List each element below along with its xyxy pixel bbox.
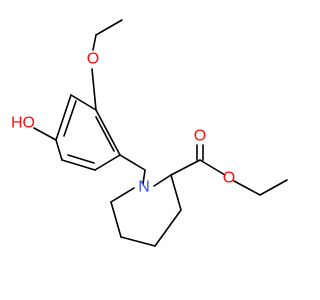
bond-c2-c3 xyxy=(170,174,182,211)
bond-c5-c6 xyxy=(110,201,122,238)
ester-oxygen-label: O xyxy=(223,170,235,187)
bond-ester-o-ethyl xyxy=(233,180,261,196)
bond-aromatic-inner-1 xyxy=(63,100,77,137)
bond-ring-c4-c3 xyxy=(95,109,121,156)
bond-hydroxyl xyxy=(33,127,57,141)
bond-lines xyxy=(33,19,288,247)
bond-ester-single-o xyxy=(199,159,226,176)
carbonyl-oxygen-label: O xyxy=(194,128,206,145)
bond-c3-c4 xyxy=(154,209,182,247)
bond-ring-c6-c5 xyxy=(61,159,96,171)
bond-ethyl-terminal xyxy=(95,19,123,36)
bond-benzyl-ring xyxy=(119,154,146,171)
bond-c4-c5 xyxy=(120,236,156,247)
ring-nitrogen-label: N xyxy=(138,179,150,196)
bond-ethoxy-o-ring xyxy=(91,68,97,111)
bond-ethyl-ch2 xyxy=(92,34,97,51)
bond-ester-carbonyl-carbon xyxy=(170,159,201,176)
molecule-structure: O HO N O O xyxy=(11,19,288,247)
hydroxyl-label: HO xyxy=(11,115,35,132)
bond-ring-c3-c2 xyxy=(70,94,97,111)
bond-benzyl-nitrogen xyxy=(142,169,146,185)
bond-aromatic-inner-3 xyxy=(95,116,115,152)
bond-c6-n xyxy=(110,187,135,203)
bond-aromatic-inner-2 xyxy=(67,154,95,164)
bond-ring-c5-c4 xyxy=(94,154,121,171)
atom-labels: O HO N O O xyxy=(11,51,235,196)
bond-ring-c1-c6 xyxy=(55,139,63,161)
bond-ring-c2-c1 xyxy=(55,94,72,141)
ethoxy-oxygen-label: O xyxy=(87,51,99,68)
bond-ester-ethyl-end xyxy=(259,179,288,196)
molecule-canvas: O HO N O O xyxy=(11,19,288,247)
bond-n-c2 xyxy=(153,174,172,187)
